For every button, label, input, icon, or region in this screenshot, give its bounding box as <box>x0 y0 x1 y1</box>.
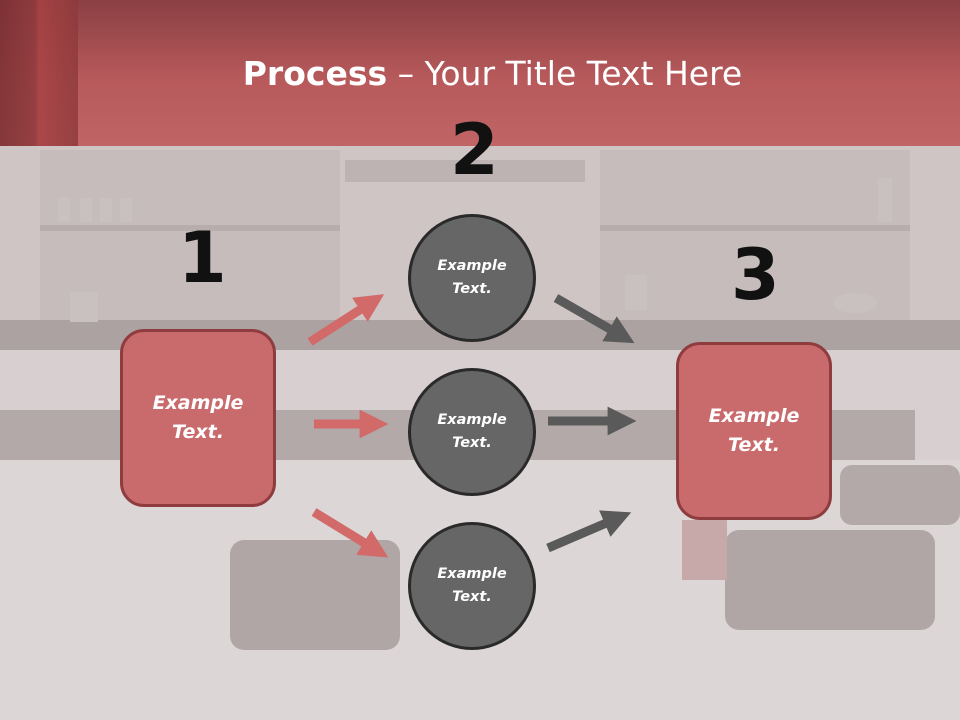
header-banner <box>0 0 960 146</box>
circle-top-line1: Example <box>437 258 507 274</box>
step-number-3: 3 <box>731 234 780 316</box>
arrow-bottom-to-right <box>546 510 632 553</box>
circle-top-line2: Text. <box>452 281 492 297</box>
arrow-left-to-top <box>307 294 385 346</box>
arrow-left-to-bottom <box>311 508 389 558</box>
right-box-line1: Example <box>708 405 800 427</box>
circle-bottom-line2: Text. <box>452 589 492 605</box>
page-title: Process – Your Title Text Here <box>0 52 960 96</box>
circle-middle-line2: Text. <box>452 435 492 451</box>
header-stripe-decoration <box>0 0 78 146</box>
arrow-top-to-right <box>553 294 635 344</box>
right-box-line2: Text. <box>728 434 780 456</box>
circle-middle-line1: Example <box>437 412 507 428</box>
step-number-2: 2 <box>450 109 499 191</box>
left-box-line1: Example <box>152 392 244 414</box>
title-rest: – Your Title Text Here <box>387 54 743 93</box>
circle-bottom-line1: Example <box>437 566 507 582</box>
left-box-line2: Text. <box>172 421 224 443</box>
title-bold: Process <box>242 54 388 93</box>
step-number-1: 1 <box>178 217 227 299</box>
